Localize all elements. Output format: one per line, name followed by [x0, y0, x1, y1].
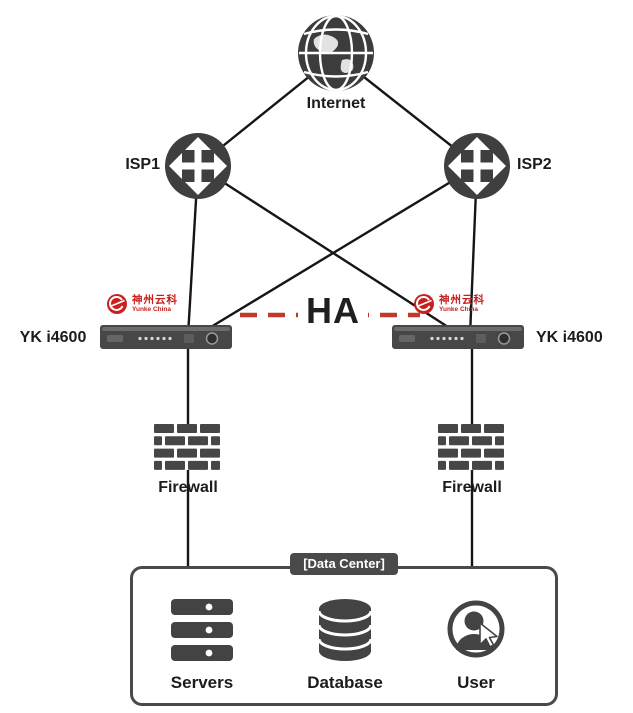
- isp1-label: ISP1: [125, 156, 160, 173]
- edge-isp2-adc-left: [194, 164, 479, 338]
- isp2-label: ISP2: [517, 156, 552, 173]
- datacenter-badge: [Data Center]: [290, 553, 398, 575]
- adc-left-node: [100, 322, 232, 352]
- router-icon: [165, 133, 231, 199]
- firewall-icon: [154, 424, 220, 470]
- internet-node: [296, 13, 376, 93]
- database-label: Database: [307, 673, 383, 692]
- vendor-logo-right: 神州云科 Yunke China: [413, 291, 485, 317]
- vendor-logo-left: 神州云科 Yunke China: [106, 291, 178, 317]
- firewall-icon: [438, 424, 504, 470]
- yunke-swirl-icon: [414, 294, 434, 314]
- vendor-name-en: Yunke China: [132, 305, 172, 313]
- database-icon: [317, 599, 373, 661]
- firewall-left-node: [154, 424, 222, 470]
- ha-label: HA: [298, 291, 368, 331]
- isp1-node: [165, 133, 231, 199]
- internet-label: Internet: [306, 95, 366, 112]
- user-icon: [447, 600, 505, 658]
- vendor-name-en: Yunke China: [439, 305, 479, 313]
- firewall-right-label: Firewall: [442, 479, 502, 496]
- firewall-left-label: Firewall: [158, 479, 218, 496]
- vendor-name-cn: 神州云科: [132, 294, 178, 306]
- router-icon: [444, 133, 510, 199]
- ha-link: HA: [273, 291, 393, 331]
- internet-globe-icon: [298, 14, 374, 92]
- appliance-icon: [100, 325, 232, 349]
- user-node: [447, 600, 505, 658]
- servers-node: [171, 599, 233, 661]
- servers-icon: [171, 599, 233, 661]
- isp2-node: [444, 133, 510, 199]
- adc-right-node: [392, 322, 524, 352]
- firewall-right-node: [438, 424, 506, 470]
- adc-left-label: YK i4600: [19, 329, 87, 346]
- servers-label: Servers: [170, 673, 234, 692]
- yunke-swirl-icon: [107, 294, 127, 314]
- database-node: [317, 597, 373, 663]
- vendor-name-cn: 神州云科: [439, 294, 485, 306]
- cursor-arrow-icon: [479, 622, 498, 648]
- user-label: User: [457, 673, 495, 692]
- adc-right-label: YK i4600: [536, 329, 603, 346]
- appliance-icon: [392, 325, 524, 349]
